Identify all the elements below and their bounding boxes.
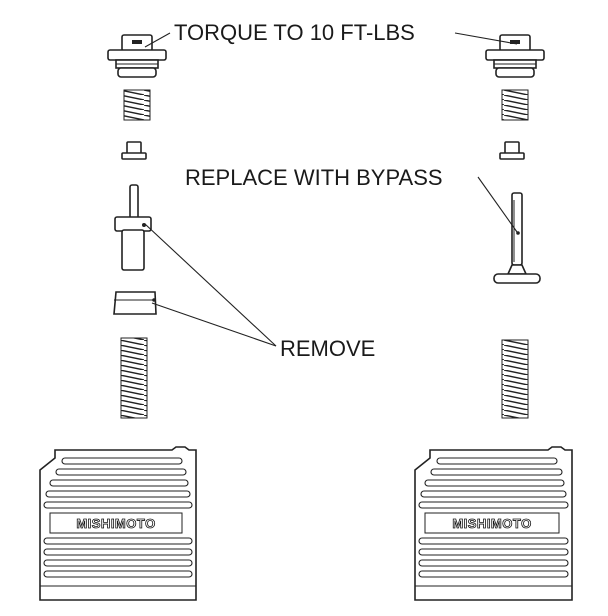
left-valve-stem — [114, 184, 152, 271]
left-large-spring — [120, 337, 148, 419]
right-large-spring — [501, 339, 529, 419]
left-housing — [39, 446, 197, 601]
left-small-cap — [121, 141, 147, 160]
replace-leader — [477, 176, 518, 233]
left-sleeve — [113, 291, 157, 315]
replace-label: REPLACE WITH BYPASS — [185, 165, 443, 190]
remove-leader-lower — [151, 302, 277, 347]
left-plug-cap — [107, 34, 167, 78]
left-small-spring — [123, 89, 151, 121]
right-plug-cap — [485, 34, 545, 78]
right-brand-logo: MISHIMOTO — [452, 516, 531, 531]
remove-label: REMOVE — [280, 336, 375, 361]
left-brand-logo: MISHIMOTO — [76, 516, 155, 531]
torque-leader-right — [454, 32, 518, 45]
torque-leader-left — [144, 32, 171, 48]
right-small-spring — [501, 89, 529, 121]
remove-leader-upper — [144, 223, 277, 347]
torque-label: TORQUE TO 10 FT-LBS — [174, 20, 415, 45]
right-housing — [414, 446, 573, 601]
right-small-cap — [499, 141, 525, 160]
right-bypass-valve — [493, 192, 541, 284]
